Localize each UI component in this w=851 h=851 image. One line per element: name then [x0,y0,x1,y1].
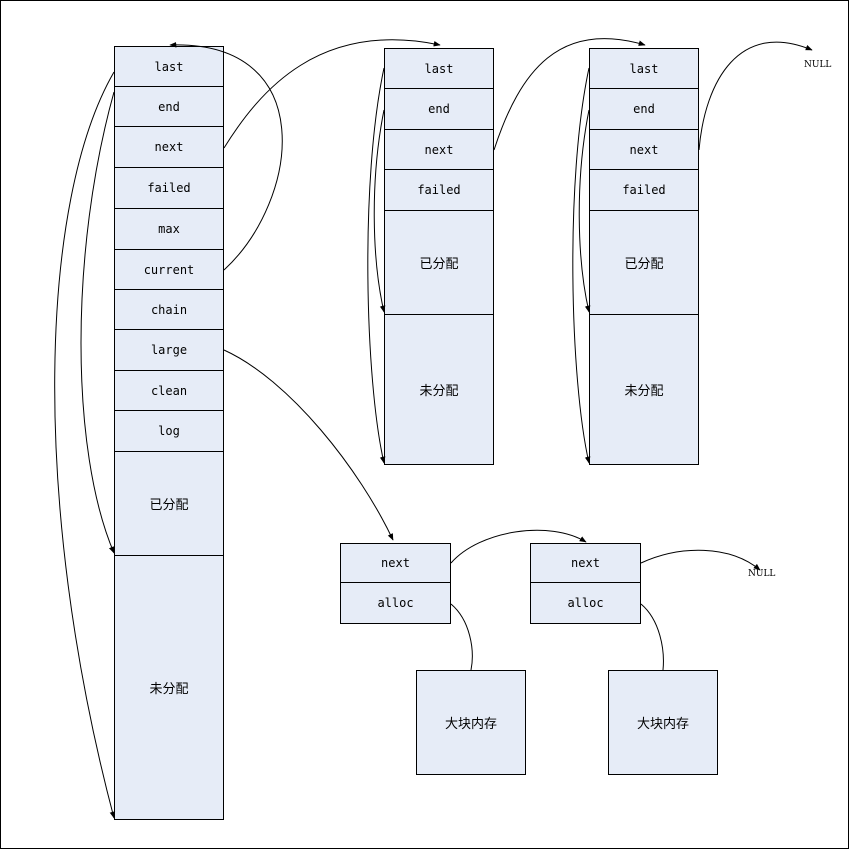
pool-1-last-arrow [54,71,116,819]
pool-3-next-field: next [589,129,699,170]
pool-2-last-arrow [367,67,386,464]
pool-1-unallocated-region: 未分配 [114,555,224,820]
large-2-memory-block: 大块内存 [608,670,718,775]
pool-3-last-field: last [589,48,699,89]
pool-1-end-arrow [80,91,115,554]
large-1-alloc-field: alloc [340,582,451,624]
pool-3-unallocated-region: 未分配 [589,314,699,465]
null-label-pool-chain: NULL [804,60,832,70]
pool-2-end-field: end [384,88,494,130]
pool-1-current-field: current [114,249,224,290]
large-1-next-arrow [450,529,587,564]
large-1-next-field: next [340,543,451,583]
pool-3-failed-field: failed [589,169,699,211]
pool-1-log-field: log [114,410,224,452]
pool-1-clean-field: clean [114,370,224,411]
large-1-memory-block: 大块内存 [416,670,526,775]
pool-3-allocated-region: 已分配 [589,210,699,315]
large-2-next-field: next [530,543,641,583]
pool-2-next-field: next [384,129,494,170]
pool-1-chain-field: chain [114,289,224,330]
large-2-alloc-field: alloc [530,582,641,624]
pool-3-end-arrow [578,109,591,313]
pool-1-max-field: max [114,208,224,250]
large-1-alloc-link [450,603,473,671]
pool-2-end-arrow [373,109,386,313]
pool-2-next-arrow [493,38,646,151]
pool-2-allocated-region: 已分配 [384,210,494,315]
pool-3-last-arrow [572,67,591,464]
large-2-next-arrow [640,549,761,571]
pool-1-large-arrow [223,349,394,541]
pool-1-large-field: large [114,329,224,371]
null-label-large-chain: NULL [748,569,776,579]
pool-1-allocated-region: 已分配 [114,451,224,556]
pool-1-next-arrow [223,39,441,149]
pool-1-current-arrow [169,41,283,271]
pool-3-next-arrow [698,41,813,151]
pool-2-failed-field: failed [384,169,494,211]
pool-2-unallocated-region: 未分配 [384,314,494,465]
large-2-alloc-link [640,603,664,671]
pool-1-next-field: next [114,126,224,168]
